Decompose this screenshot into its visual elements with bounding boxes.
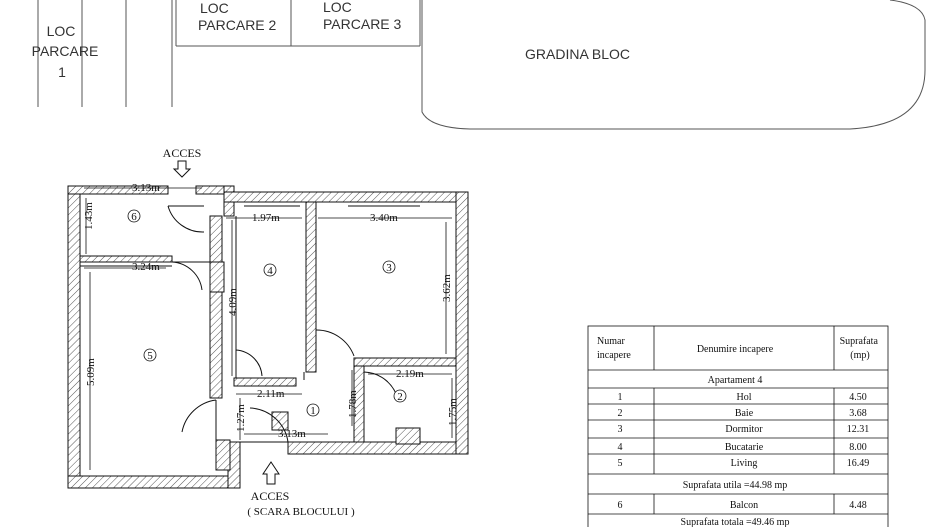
dim-hall-width: 2.11m — [257, 388, 285, 400]
door-bath-hall — [363, 371, 399, 410]
table-header-area-line1: Suprafata — [840, 336, 879, 347]
parking-spots-2-3 — [175, 0, 421, 47]
area-table — [587, 325, 889, 527]
room-5-number: 5 — [147, 350, 153, 362]
table-row-name: Baie — [735, 408, 754, 419]
dim-hall-length: 3.13m — [278, 428, 306, 440]
apartment-walls — [67, 185, 469, 489]
dim-bath-width: 2.19m — [396, 368, 424, 380]
dim-bath-depth: 1.75m — [447, 398, 459, 426]
table-balcony-name: Balcon — [730, 500, 758, 511]
dim-bedroom-depth: 3.62m — [441, 274, 453, 302]
table-header-area: Suprafata (mp) — [840, 336, 881, 361]
dim-balcony-depth: 1.43m — [83, 202, 95, 230]
window-lines — [80, 193, 420, 380]
parking-1-label-line3: 1 — [58, 64, 66, 80]
parking-1-label-line1: LOC — [47, 23, 76, 39]
dim-hall-side: 1.78m — [347, 390, 359, 418]
garden-outline — [421, 0, 926, 130]
table-row-name: Dormitor — [725, 424, 763, 435]
table-row-number: 3 — [618, 424, 623, 435]
dim-bedroom-width: 3.40m — [370, 212, 398, 224]
door-living-balcony — [171, 261, 210, 291]
room-3-number: 3 — [386, 262, 392, 274]
parking-1-label-line2: PARCARE — [32, 43, 99, 59]
access-bottom-sub-label: ( SCARA BLOCULUI ) — [247, 506, 355, 518]
table-header-number-line2: incapere — [597, 350, 631, 361]
parking-3-label-line2: PARCARE 3 — [323, 16, 402, 32]
table-rows: 1 Hol 4.50 2 Baie 3.68 3 Dormitor 12.31 4 Bucatari… — [618, 392, 870, 469]
door-swings — [167, 205, 399, 443]
table-header-number-line1: Numar — [597, 336, 625, 347]
table-row-area: 12.31 — [847, 424, 870, 435]
door-balcony — [167, 205, 205, 233]
access-bottom-label: ACCES — [251, 489, 290, 503]
access-top-label: ACCES — [163, 146, 202, 160]
dimension-lines — [84, 187, 453, 470]
dim-living-width: 3.24m — [132, 261, 160, 273]
table-row-area: 16.49 — [847, 458, 870, 469]
room-markers — [127, 209, 407, 417]
table-row-number: 4 — [618, 442, 623, 453]
door-living-hall — [181, 399, 217, 440]
room-1-number: 1 — [310, 405, 316, 417]
table-header-name: Denumire incapere — [697, 344, 774, 355]
garden-label: GRADINA BLOC — [525, 46, 630, 62]
dim-hall-depth: 1.27m — [235, 404, 247, 432]
table-balcony-nr: 6 — [618, 500, 623, 511]
table-row-area: 8.00 — [849, 442, 867, 453]
table-row-number: 5 — [618, 458, 623, 469]
site-plan — [37, 0, 926, 130]
table-header-number: Numar incapere — [597, 336, 631, 361]
door-entry — [240, 407, 289, 443]
table-row-number: 2 — [618, 408, 623, 419]
parking-2-label-line2: PARCARE 2 — [198, 17, 277, 33]
dim-living-depth: 5.09m — [85, 358, 97, 386]
table-row-area: 4.50 — [849, 392, 867, 403]
table-row-number: 1 — [618, 392, 623, 403]
table-header-area-line2: (mp) — [850, 350, 869, 361]
table-row-name: Hol — [737, 392, 752, 403]
table-useful-area: Suprafata utila =44.98 mp — [683, 480, 788, 491]
table-apartment-title: Apartament 4 — [708, 375, 763, 386]
access-top-arrow-icon — [172, 160, 192, 178]
table-total-area: Suprafata totala =49.46 mp — [681, 517, 790, 527]
table-row-name: Bucatarie — [725, 442, 764, 453]
door-kitchen-hall — [235, 349, 263, 378]
door-bedroom-hall — [315, 329, 355, 372]
table-row-area: 3.68 — [849, 408, 867, 419]
room-2-number: 2 — [397, 391, 403, 403]
dim-kitchen-width: 1.97m — [252, 212, 280, 224]
room-4-number: 4 — [267, 265, 273, 277]
parking-2-label-line1: LOC — [200, 0, 229, 16]
dim-balcony-width: 3.13m — [132, 182, 160, 194]
table-balcony-area: 4.48 — [849, 500, 867, 511]
dim-kitchen-depth: 4.09m — [227, 288, 239, 316]
table-row-name: Living — [731, 458, 758, 469]
room-6-number: 6 — [131, 211, 137, 223]
access-bottom-arrow-icon — [262, 461, 280, 485]
parking-spot-1 — [37, 0, 173, 107]
parking-3-label-line1: LOC — [323, 0, 352, 15]
